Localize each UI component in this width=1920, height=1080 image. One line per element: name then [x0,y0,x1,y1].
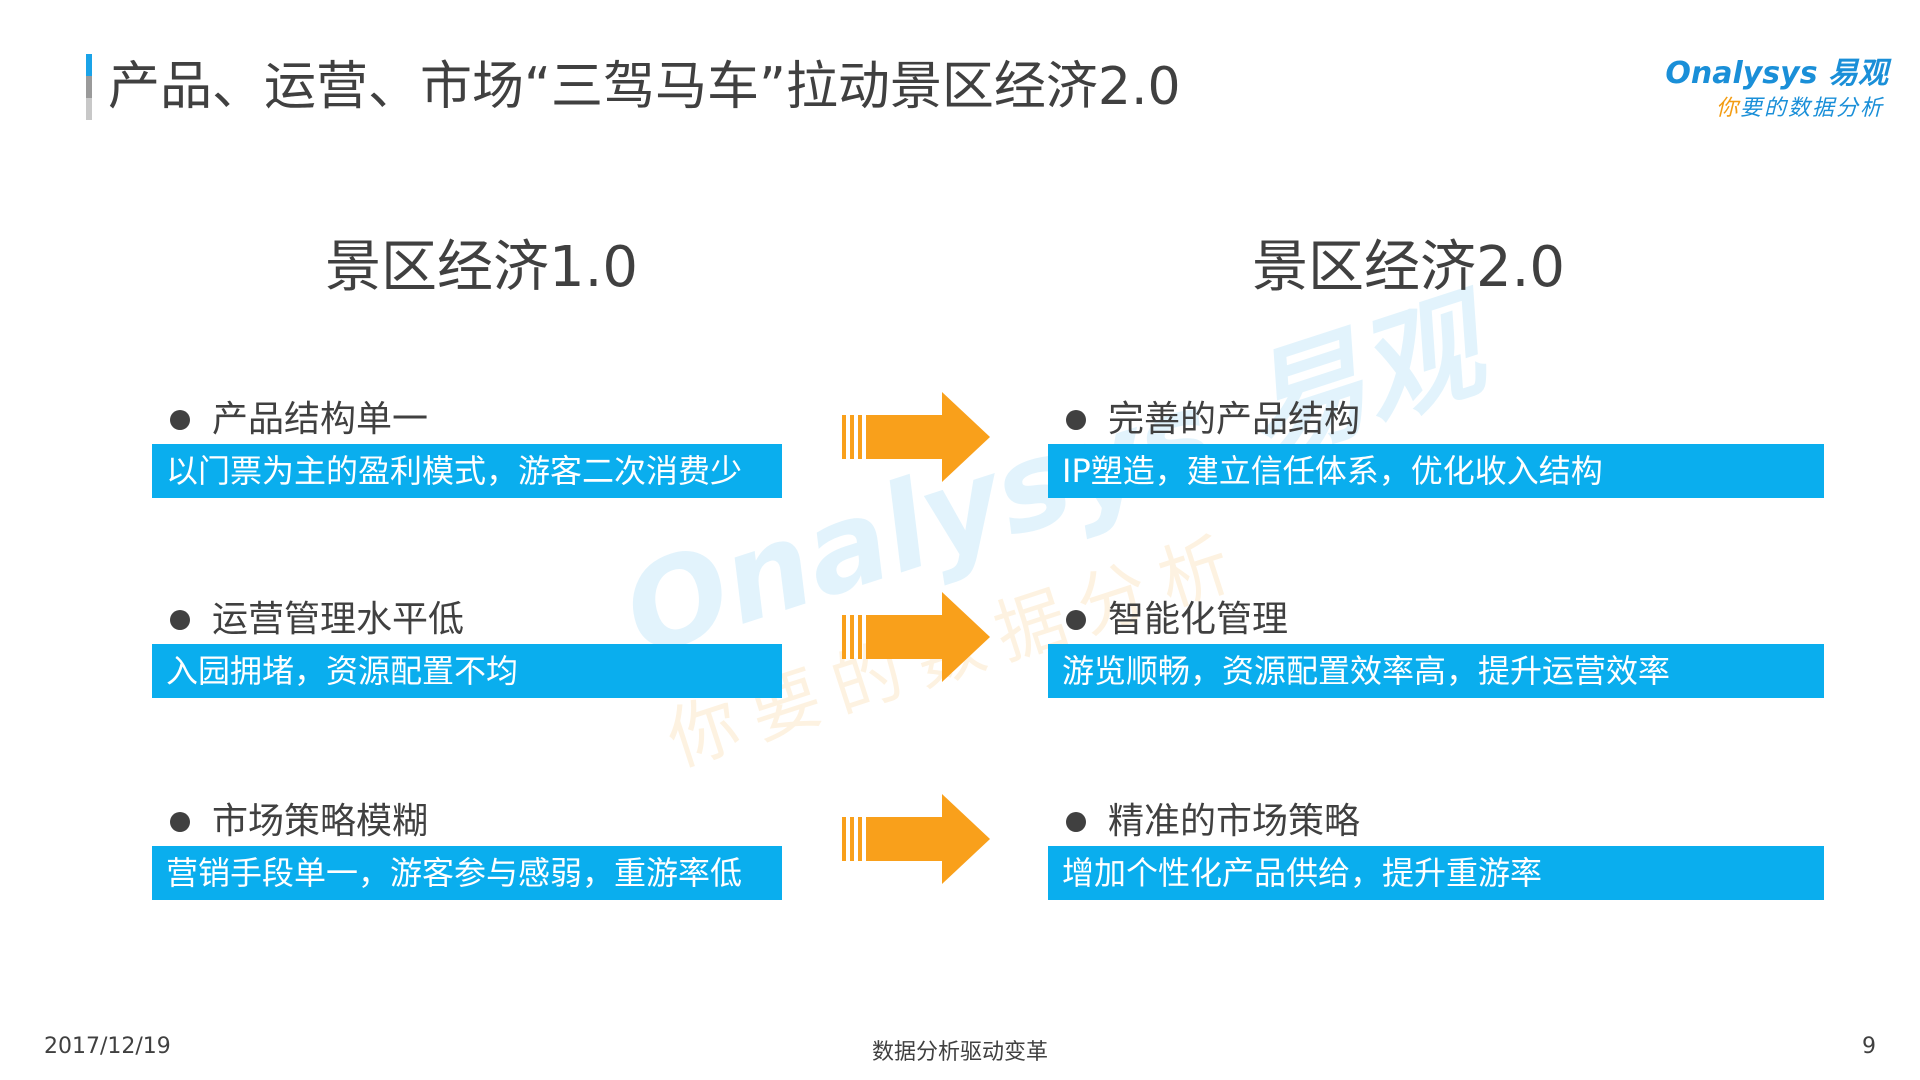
left-item-bar-1: 以门票为主的盈利模式，游客二次消费少 [152,444,782,498]
right-item-head-1: 完善的产品结构 [1066,398,1360,442]
right-arrow-icon [842,592,990,682]
watermark: Onalysys 易观 你要的数据分析 [608,276,1499,782]
right-item-head-2: 智能化管理 [1066,598,1288,642]
right-item-head-3: 精准的市场策略 [1066,800,1360,844]
right-item-bar-1: IP塑造，建立信任体系，优化收入结构 [1048,444,1824,498]
page-title: 产品、运营、市场“三驾马车”拉动景区经济2.0 [108,57,1181,117]
bullet-icon [170,410,190,430]
logo-slogan: 你要的数据分析 [1715,96,1884,121]
footer-tagline: 数据分析驱动变革 [871,1040,1048,1065]
right-column-heading: 景区经济2.0 [1252,235,1566,300]
left-column-heading: 景区经济1.0 [325,235,639,300]
bullet-icon [1066,410,1086,430]
right-arrow-icon [842,392,990,482]
bullet-icon [1066,812,1086,832]
title-accent-bar [86,54,92,120]
left-item-bar-2: 入园拥堵，资源配置不均 [152,644,782,698]
bullet-icon [170,610,190,630]
bullet-icon [1066,610,1086,630]
left-item-head-1: 产品结构单一 [170,398,428,442]
footer-date: 2017/12/19 [44,1034,171,1059]
left-item-bar-3: 营销手段单一，游客参与感弱，重游率低 [152,846,782,900]
left-item-head-3: 市场策略模糊 [170,800,428,844]
right-item-bar-2: 游览顺畅，资源配置效率高，提升运营效率 [1048,644,1824,698]
page-number: 9 [1862,1034,1876,1059]
analysys-logo: Onalysys 易观 你要的数据分析 [1618,48,1888,124]
right-item-bar-3: 增加个性化产品供给，提升重游率 [1048,846,1824,900]
bullet-icon [170,812,190,832]
right-arrow-icon [842,794,990,884]
left-item-head-2: 运营管理水平低 [170,598,464,642]
logo-brand: Onalysys 易观 [1665,56,1888,91]
